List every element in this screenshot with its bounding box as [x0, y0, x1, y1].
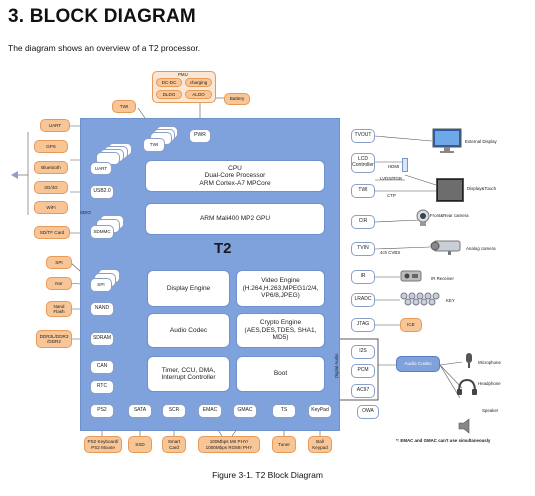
- page-title: 3. BLOCK DIAGRAM: [8, 6, 196, 27]
- hdmi-connector-icon: [402, 158, 408, 172]
- usb-block: USB2.0: [90, 185, 114, 199]
- dldo-block: DLDO: [156, 90, 182, 99]
- sdram-block: SDRAM: [90, 332, 114, 346]
- key-label: KEY: [446, 298, 455, 303]
- cir-block: CIR: [351, 215, 375, 229]
- owa-block: OWA: [357, 405, 379, 419]
- audio-codec-external-block: Audio Codec: [396, 356, 440, 372]
- ctp-label: CTP: [387, 193, 396, 198]
- rtc-block: RTC: [90, 380, 114, 394]
- dcdc-block: DC-DC: [156, 78, 182, 87]
- external-display-label: External Display: [465, 139, 497, 144]
- hdmi-label: HDMI: [388, 164, 400, 169]
- ir-block: IR: [351, 270, 375, 284]
- analog-camera-icon: [430, 240, 461, 255]
- jtag-block: JTAG: [351, 318, 375, 332]
- boot-block: Boot: [236, 356, 325, 392]
- gmac-block: GMAC: [233, 404, 257, 418]
- front-rear-camera-label: Front&Rear camera: [430, 213, 469, 218]
- battery-block: Battery: [224, 93, 250, 105]
- ice-block: ICE: [400, 318, 422, 332]
- analog-camera-label: Analog camera: [466, 246, 496, 251]
- emac-block: EMAC: [198, 404, 222, 418]
- touch-display-icon: [436, 178, 464, 202]
- i2s-block: I2S: [351, 345, 375, 359]
- spi-external-block: SPI: [46, 256, 72, 269]
- uart-block: UART: [90, 162, 112, 175]
- cpu-block: CPU Dual-Core Processor ARM Cortex-A7 MP…: [145, 160, 325, 192]
- gps-block: GPS: [34, 140, 68, 153]
- ssd-block: SSD: [128, 436, 152, 453]
- ethernet-phy-block: 100Mbps MII PHY/ 1000Mbps RGMII PHY: [198, 436, 260, 453]
- cvbs-label: 4ch CVBS: [380, 250, 401, 255]
- spi-block: SPI: [90, 278, 112, 292]
- tvin-block: TVIN: [351, 242, 375, 256]
- figure-caption: Figure 3-1. T2 Block Diagram: [212, 470, 323, 480]
- charging-block: charging: [185, 78, 212, 87]
- tvout-block: TVOUT: [351, 129, 375, 143]
- chip-name: T2: [214, 240, 232, 257]
- can-block: CAN: [90, 360, 114, 374]
- pcm-block: PCM: [351, 364, 375, 378]
- audio-codec-block: Audio Codec: [147, 313, 230, 348]
- nor-block: Nor: [46, 277, 72, 290]
- ir-receiver-icon: [400, 270, 422, 282]
- ps2-block: PS2: [90, 404, 114, 418]
- sdio-label: SDIO: [80, 210, 91, 215]
- tuner-block: Tuner: [272, 436, 296, 453]
- nand-flash-block: Nand Flash: [46, 301, 72, 317]
- twi-block: TWI: [143, 138, 165, 152]
- headphone-label: Headphone: [478, 381, 501, 386]
- lcd-controller-block: LCD Controller: [351, 153, 375, 173]
- ball-keypad-block: Ball Keypad: [308, 436, 332, 453]
- footnote: *: EMAC and GMAC can’t use simultaneousl…: [396, 438, 491, 443]
- wifi-block: WiFi: [34, 201, 68, 214]
- microphone-icon: [466, 353, 472, 368]
- crypto-engine-block: Crypto Engine (AES,DES,TDES, SHA1, MD5): [236, 313, 325, 348]
- lvds-rgb-label: LVDS/RGB: [380, 176, 402, 181]
- 3g4g-block: 3G/4G: [34, 181, 68, 194]
- twi-external-block: TWI: [112, 100, 136, 113]
- ir-receiver-label: IR Receiver: [431, 276, 454, 281]
- pwr-block: PWR: [189, 129, 211, 143]
- camera-icon: [416, 209, 430, 226]
- scr-block: SCR: [162, 404, 186, 418]
- display-touch-label: Display&Touch: [467, 186, 497, 191]
- uart-external-block: UART: [40, 119, 70, 132]
- sdtf-card-block: SD/TF Card: [34, 226, 70, 239]
- microphone-label: Microphone: [478, 360, 501, 365]
- aldo-block: ALDO: [185, 90, 212, 99]
- sata-block: SATA: [128, 404, 152, 418]
- ac97-block: AC97: [351, 384, 375, 398]
- digital-audio-label: Digital Audio: [334, 353, 339, 378]
- gpu-block: ARM Mali400 MP2 GPU: [145, 203, 325, 235]
- bluetooth-block: Bluetooth: [34, 161, 68, 174]
- headphone-icon: [457, 378, 477, 395]
- speaker-label: Speaker: [482, 408, 499, 413]
- speaker-icon: [458, 418, 470, 434]
- video-engine-block: Video Engine (H.264,H.263,MPEG1/2/4, VP6…: [236, 270, 325, 307]
- ddr-memory-block: DDR3L/DDR3 /DDR2: [36, 330, 72, 348]
- smart-card-block: Smart Card: [162, 436, 186, 453]
- nand-block: NAND: [90, 302, 114, 316]
- key-buttons-icon: [400, 292, 440, 306]
- left-arrow-icon: [11, 171, 18, 179]
- lradc-block: LRADC: [351, 293, 375, 307]
- twi-right-block: TWI: [351, 184, 375, 198]
- keypad-block: KeyPad: [308, 404, 332, 418]
- sdmmc-block: SDMMC: [90, 225, 114, 239]
- monitor-icon: [432, 128, 462, 153]
- timer-block: Timer, CCU, DMA, Interrupt Controller: [147, 356, 230, 392]
- pmu-title: PMU: [178, 72, 188, 77]
- ps2-keyboard-block: PS2 Keyboard/ PS2 Mouse: [84, 436, 122, 453]
- ts-block: TS: [272, 404, 296, 418]
- display-engine-block: Display Engine: [147, 270, 230, 307]
- page-description: The diagram shows an overview of a T2 pr…: [8, 43, 201, 53]
